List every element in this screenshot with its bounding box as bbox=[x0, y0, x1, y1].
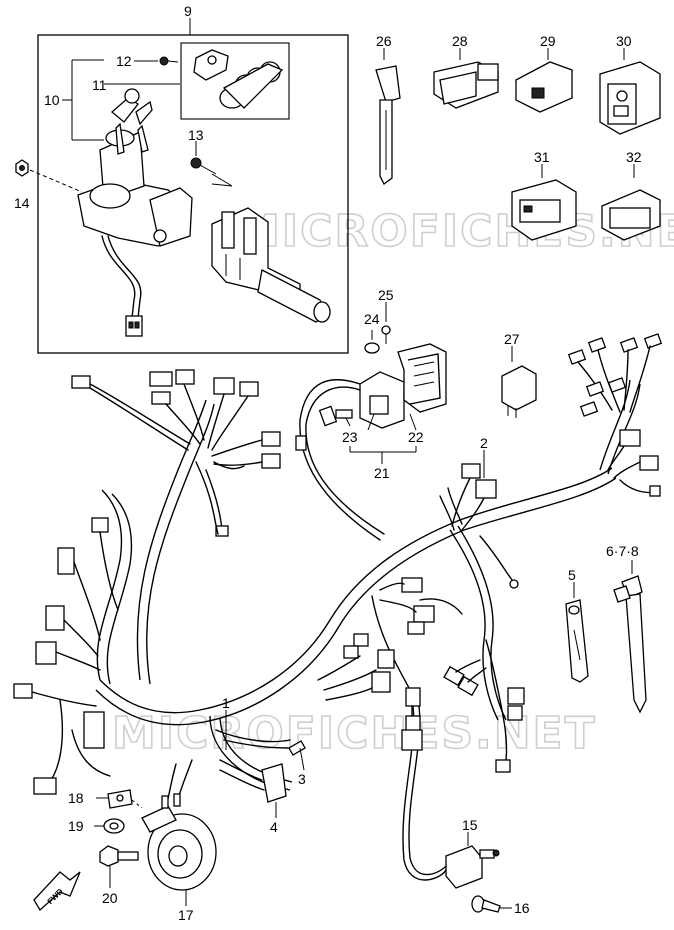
callout-12: 12 bbox=[116, 53, 132, 69]
part-24-25-21-22-23 bbox=[295, 302, 447, 541]
nut-19-part bbox=[94, 818, 125, 834]
callout-4: 4 bbox=[270, 819, 278, 835]
screw-12-part bbox=[159, 56, 179, 66]
switch-32-part bbox=[601, 164, 661, 241]
callout-leader-lines bbox=[225, 450, 485, 750]
horn-part bbox=[141, 759, 217, 906]
callout-14: 14 bbox=[14, 195, 30, 211]
callout-32: 32 bbox=[626, 149, 642, 165]
screw-16-part bbox=[471, 895, 512, 913]
screw-13-part bbox=[190, 157, 233, 187]
callout-17: 17 bbox=[178, 907, 194, 923]
callout-5: 5 bbox=[568, 567, 576, 583]
watermark-bottom: MICROFICHES.NET bbox=[112, 708, 597, 759]
callout-25: 25 bbox=[378, 287, 394, 303]
fwd-arrow-icon: FWD bbox=[33, 871, 81, 912]
switch-body-part bbox=[211, 207, 331, 323]
harness-left-connectors bbox=[13, 517, 119, 795]
switch-28-part bbox=[433, 48, 499, 109]
key-part bbox=[375, 48, 401, 185]
callout-labels: 9 12 11 10 13 14 26 28 29 30 31 32 25 24… bbox=[14, 3, 642, 923]
callout-18: 18 bbox=[68, 790, 84, 806]
callout-16: 16 bbox=[514, 900, 530, 916]
callout-20: 20 bbox=[102, 890, 118, 906]
lock-set-part bbox=[193, 49, 284, 109]
relay-part bbox=[501, 346, 537, 418]
callout-9: 9 bbox=[184, 3, 192, 19]
callout-28: 28 bbox=[452, 33, 468, 49]
callout-26: 26 bbox=[376, 33, 392, 49]
clamp-6-7-8-part bbox=[613, 560, 647, 714]
switch-15-part bbox=[445, 832, 500, 889]
clamp-5-part bbox=[565, 582, 589, 683]
callout-3: 3 bbox=[298, 771, 306, 787]
callout-1: 1 bbox=[222, 695, 230, 711]
callout-23: 23 bbox=[342, 429, 358, 445]
part-3-4 bbox=[215, 729, 306, 818]
switch-30-part bbox=[599, 48, 661, 135]
bracket-18-part bbox=[96, 789, 143, 809]
callout-11: 11 bbox=[92, 77, 107, 93]
callout-6-7-8: 6·7·8 bbox=[606, 543, 639, 559]
callout-24: 24 bbox=[364, 311, 380, 327]
harness-right-connectors bbox=[439, 333, 663, 589]
callout-2: 2 bbox=[480, 435, 488, 451]
callout-30: 30 bbox=[616, 33, 632, 49]
callout-19: 19 bbox=[68, 818, 84, 834]
callout-10-11-bracket bbox=[62, 59, 197, 156]
callout-13: 13 bbox=[188, 127, 204, 143]
watermark-top: MICROFICHES.NET bbox=[236, 206, 674, 257]
switch-29-part bbox=[515, 48, 573, 113]
callout-29: 29 bbox=[540, 33, 556, 49]
nut-14-part bbox=[15, 159, 83, 193]
callout-10: 10 bbox=[44, 92, 60, 108]
harness-center-connectors bbox=[317, 577, 525, 773]
ignition-switch-part bbox=[77, 88, 193, 337]
callout-27: 27 bbox=[504, 331, 520, 347]
callout-15: 15 bbox=[462, 817, 478, 833]
bolt-20-part bbox=[99, 845, 139, 888]
callout-31: 31 bbox=[534, 149, 550, 165]
switch-31-part bbox=[511, 164, 577, 241]
callout-21: 21 bbox=[374, 465, 390, 481]
ignition-switch-assembly-box bbox=[37, 18, 349, 354]
harness-top-connectors bbox=[71, 369, 281, 537]
callout-22: 22 bbox=[408, 429, 424, 445]
